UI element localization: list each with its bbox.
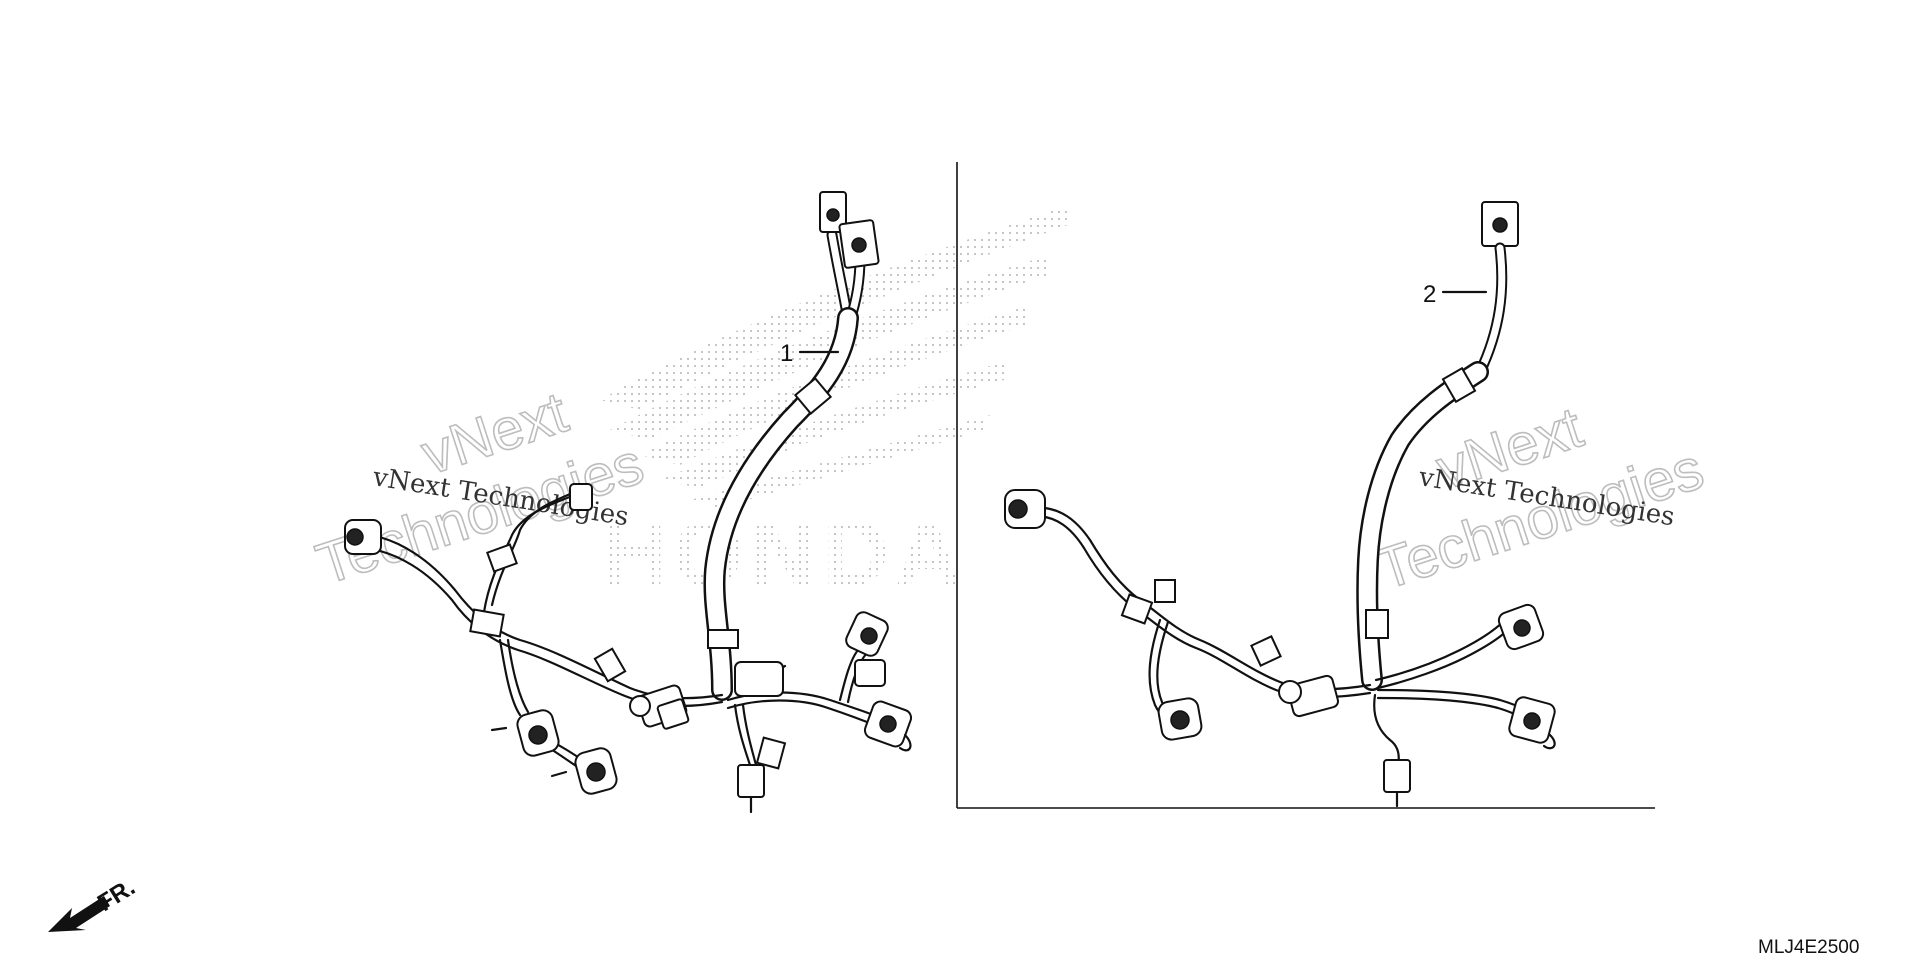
grommet-middle	[1278, 680, 1302, 704]
front-direction-indicator: FR.	[48, 874, 140, 932]
clip-trunk-2	[707, 629, 739, 649]
clip-middle	[1250, 635, 1282, 667]
connector-bottom	[1383, 759, 1411, 793]
clip-trunk-2	[1365, 609, 1389, 639]
connector-left-small	[569, 483, 593, 511]
clip-left-2	[1154, 579, 1176, 603]
grommet-middle	[629, 695, 651, 717]
diagram-code: MLJ4E2500	[1758, 937, 1859, 958]
harness-part-1: 1	[344, 191, 913, 814]
connector-bottom	[737, 764, 765, 798]
honda-wordmark: HONDA	[600, 503, 967, 605]
connector-right-stack	[854, 659, 886, 687]
clip-middle	[593, 647, 627, 683]
clip-left-2	[469, 608, 505, 638]
clip-trunk-1	[793, 377, 833, 415]
part-frame	[956, 162, 1655, 809]
callout-1: 1	[780, 340, 793, 367]
front-arrow-icon	[48, 896, 110, 932]
honda-wing-logo: HONDA	[600, 205, 1070, 605]
clip-left-1	[1120, 593, 1154, 625]
clip-right-low	[755, 736, 787, 770]
harness-part-2: 2	[1004, 201, 1556, 808]
clip-trunk-1	[1441, 366, 1477, 404]
clip-left-1	[486, 543, 518, 573]
callout-2: 2	[1423, 281, 1436, 308]
connector-right-mid	[734, 661, 784, 697]
